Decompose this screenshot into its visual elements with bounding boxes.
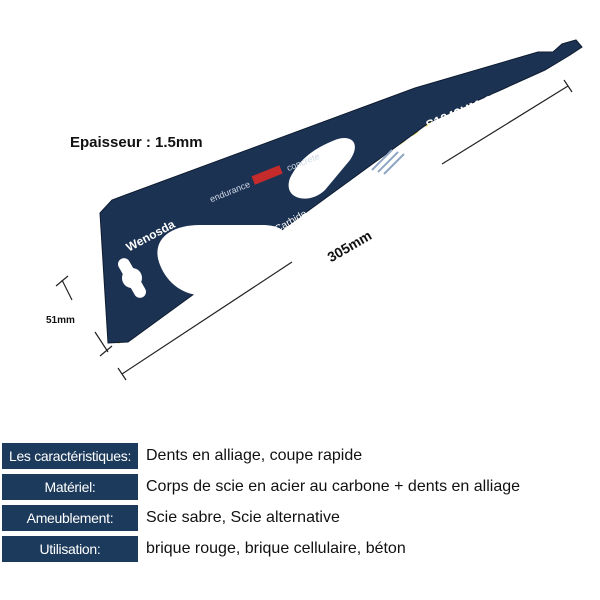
blade-cutout-right <box>288 138 355 199</box>
blade-stripes <box>371 149 405 175</box>
spec-row-features: Les caractéristiques: Dents en alliage, … <box>2 443 598 469</box>
blade-red-mark <box>251 165 283 185</box>
blade-mounting-slot <box>118 258 146 298</box>
spec-label-material: Matériel: <box>2 474 138 500</box>
spec-label-fit: Ameublement: <box>2 505 138 531</box>
length-dimension <box>117 79 573 381</box>
spec-value-usage: brique rouge, brique cellulaire, béton <box>146 540 406 557</box>
spec-row-fit: Ameublement: Scie sabre, Scie alternativ… <box>2 505 598 531</box>
blade-body <box>99 39 583 344</box>
spec-label-features: Les caractéristiques: <box>2 443 138 469</box>
thickness-label: Epaisseur : 1.5mm <box>70 134 203 151</box>
spec-label-usage: Utilisation: <box>2 536 138 562</box>
width-label: 51mm <box>46 315 75 326</box>
width-dimension <box>55 275 113 357</box>
spec-table: Les caractéristiques: Dents en alliage, … <box>2 443 598 567</box>
spec-row-usage: Utilisation: brique rouge, brique cellul… <box>2 536 598 562</box>
spec-value-fit: Scie sabre, Scie alternative <box>146 509 340 526</box>
spec-value-material: Corps de scie en acier au carbone + dent… <box>146 478 521 495</box>
length-label: 305mm <box>325 227 375 265</box>
spec-value-features: Dents en alliage, coupe rapide <box>146 447 363 464</box>
blade-cutout-left <box>157 225 285 296</box>
spec-row-material: Matériel: Corps de scie en acier au carb… <box>2 474 598 500</box>
saw-blade-illustration: Wenosda endurance concrete Carbide S1243… <box>46 39 583 381</box>
